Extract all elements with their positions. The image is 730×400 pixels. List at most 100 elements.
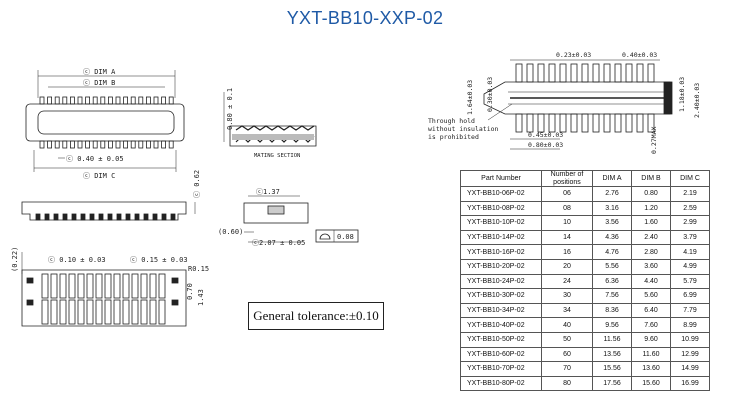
t-040-label: 0.40±0.03 [622,51,657,59]
pitch-label: ⓒ 0.40 ± 0.05 [66,155,124,163]
b-080-label: 0.80±0.03 [528,141,563,149]
cell-dim-c: 3.79 [670,229,710,246]
cell-positions: 16 [541,244,593,260]
v-143-label: 1.43 [197,289,205,306]
cell-positions: 14 [541,229,593,246]
header-positions: Number of positions [541,170,593,187]
cell-positions: 70 [541,361,593,377]
cell-dim-a: 3.16 [592,200,632,217]
top-view: ⓒ DIM A ⓒ DIM B ⓒ 0.40 ± 0.05 ⓒ DIM C [25,68,185,180]
cell-part-number: YXT-BB10-24P-02 [460,273,542,290]
note-line-3: is prohibited [428,133,479,141]
cell-dim-b: 11.60 [631,346,671,363]
cell-dim-b: 15.60 [631,375,671,392]
cell-part-number: YXT-BB10-10P-02 [460,215,542,231]
b-027-label: 0.27MAX [650,127,658,154]
cell-part-number: YXT-BB10-20P-02 [460,258,542,275]
note-line-2: without insulation [428,125,499,133]
cell-dim-a: 13.56 [592,346,632,363]
cell-dim-c: 4.99 [670,258,710,275]
b-045-label: 0.45±0.03 [528,131,563,139]
cell-dim-c: 12.99 [670,346,710,363]
cell-part-number: YXT-BB10-70P-02 [460,361,542,377]
cell-dim-b: 6.40 [631,302,671,319]
cell-part-number: YXT-BB10-34P-02 [460,302,542,319]
cell-positions: 24 [541,273,593,290]
s-240-label: 2.40±0.03 [693,83,701,118]
cell-dim-a: 2.76 [592,186,632,202]
cell-positions: 10 [541,215,593,231]
general-tolerance: General tolerance:±0.10 [248,302,384,330]
cell-positions: 08 [541,200,593,217]
cell-dim-c: 14.99 [670,361,710,377]
dim-b-label: ⓒ DIM B [83,79,115,87]
s-164-label: 1.64±0.03 [466,80,474,115]
cell-dim-b: 9.60 [631,331,671,348]
width-137-label: ⓒ1.37 [256,188,280,196]
cell-positions: 40 [541,317,593,333]
cell-dim-a: 9.56 [592,317,632,333]
cell-dim-c: 6.99 [670,288,710,304]
header-dim-a: DIM A [592,170,632,187]
part-number-table: Part Number Number of positions DIM A DI… [460,170,710,392]
width-207-label: ⓒ2.07 ± 0.05 [252,239,305,247]
cell-dim-a: 7.56 [592,288,632,304]
width-060-label: (0.60) [218,228,243,236]
cell-dim-a: 4.36 [592,229,632,246]
cell-positions: 60 [541,346,593,363]
cell-dim-c: 16.99 [670,375,710,392]
bottom-view: (0.22) ⓒ 0.10 ± 0.03 ⓒ 0.15 ± 0.03 R0.15… [11,247,209,327]
cell-dim-b: 1.20 [631,200,671,217]
side-view: ⓒ 0.62 [21,170,201,221]
cell-positions: 34 [541,302,593,319]
s-118-label: 1.18±0.03 [678,77,686,112]
cell-part-number: YXT-BB10-60P-02 [460,346,542,363]
header-dim-b: DIM B [631,170,671,187]
mating-section: 0.80 ± 0.1 MATING SECTION [223,88,317,159]
cell-part-number: YXT-BB10-40P-02 [460,317,542,333]
cell-part-number: YXT-BB10-30P-02 [460,288,542,304]
cell-positions: 80 [541,375,593,392]
cell-dim-a: 11.56 [592,331,632,348]
cell-part-number: YXT-BB10-50P-02 [460,331,542,348]
top-pins [39,96,174,149]
cell-dim-b: 0.80 [631,186,671,202]
cell-dim-b: 1.60 [631,215,671,231]
cell-dim-c: 8.99 [670,317,710,333]
cell-dim-b: 2.80 [631,244,671,260]
cell-dim-c: 4.19 [670,244,710,260]
cell-positions: 06 [541,186,593,202]
cell-dim-a: 8.36 [592,302,632,319]
cell-dim-a: 4.76 [592,244,632,260]
cell-dim-b: 4.40 [631,273,671,290]
v-070-label: 0.70 [186,283,194,300]
note-line-1: Through hold [428,117,475,125]
cell-dim-a: 3.56 [592,215,632,231]
mating-section-label: MATING SECTION [254,153,300,159]
cell-dim-c: 2.59 [670,200,710,217]
cell-dim-a: 5.56 [592,258,632,275]
cell-dim-b: 3.60 [631,258,671,275]
cell-positions: 50 [541,331,593,348]
cell-dim-a: 17.56 [592,375,632,392]
w-010-label: ⓒ 0.10 ± 0.03 [48,256,106,264]
cell-part-number: YXT-BB10-80P-02 [460,375,542,392]
r-015-label: R0.15 [188,265,209,273]
v-022-label: (0.22) [11,247,19,272]
s-030-label: 0.30±0.03 [486,77,494,112]
cell-part-number: YXT-BB10-08P-02 [460,200,542,217]
